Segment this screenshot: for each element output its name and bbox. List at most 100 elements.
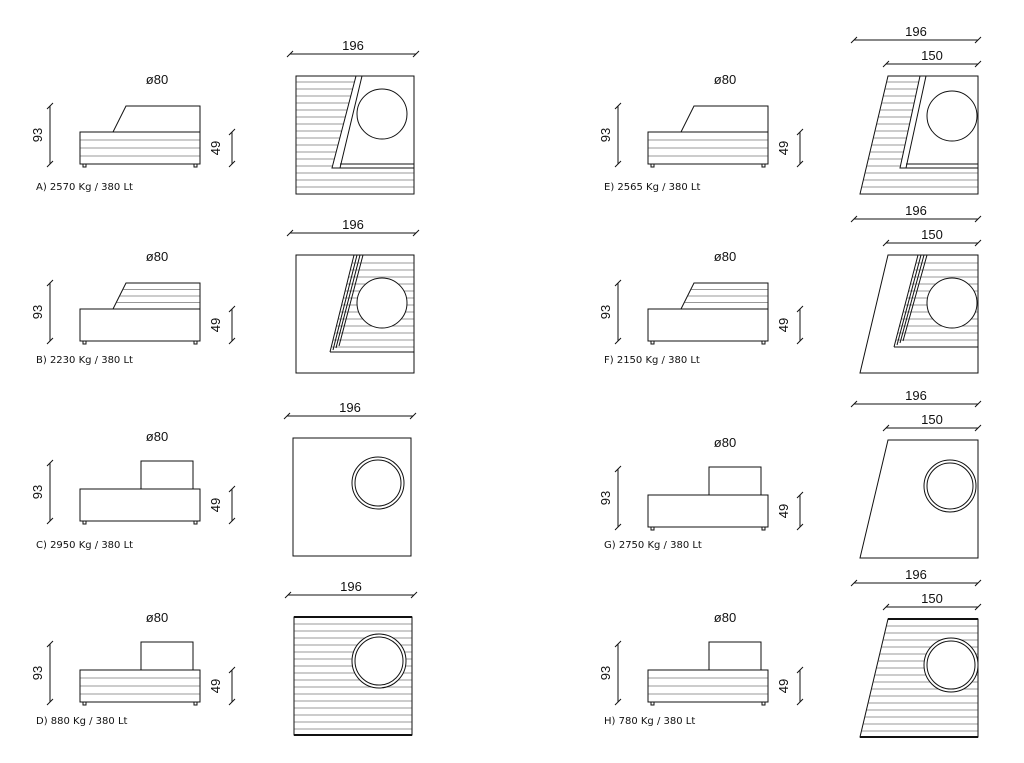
variant-caption: H) 780 Kg / 380 Lt bbox=[604, 716, 695, 727]
diameter-label: ø80 bbox=[146, 610, 168, 625]
side-elevation bbox=[79, 282, 201, 345]
seat-height-dimension: 49 bbox=[208, 305, 236, 345]
seat-height-dimension: 49 bbox=[776, 491, 804, 531]
seat-height-dimension: 49 bbox=[776, 666, 804, 706]
seat-height-dimension-label: 49 bbox=[776, 504, 791, 518]
backrest-line bbox=[899, 254, 925, 344]
total-height-dimension: 93 bbox=[598, 465, 622, 531]
foot bbox=[650, 701, 655, 706]
seat-height-dimension: 49 bbox=[208, 485, 236, 525]
total-height-dimension: 93 bbox=[598, 640, 622, 706]
foot bbox=[761, 163, 766, 168]
side-elevation bbox=[647, 466, 769, 531]
backrest bbox=[140, 641, 194, 671]
backrest-line bbox=[335, 254, 361, 349]
inner-width-dimension: 150 bbox=[882, 48, 982, 68]
plan-hatch bbox=[330, 262, 414, 348]
variant-caption: B) 2230 Kg / 380 Lt bbox=[36, 355, 133, 366]
total-height-dimension: 93 bbox=[598, 279, 622, 345]
overall-width-dimension-label: 196 bbox=[905, 388, 927, 403]
seat-height-dimension-label: 49 bbox=[208, 498, 223, 512]
foot bbox=[193, 520, 198, 525]
plan-outline bbox=[292, 437, 412, 557]
plan-hatch bbox=[860, 81, 978, 194]
side-elevation bbox=[79, 460, 201, 525]
diameter-label: ø80 bbox=[714, 72, 736, 87]
overall-width-dimension-label: 196 bbox=[340, 579, 362, 594]
overall-width-dimension: 196 bbox=[850, 567, 982, 587]
foot bbox=[650, 340, 655, 345]
backrest-band bbox=[331, 75, 363, 169]
foot bbox=[82, 163, 87, 168]
backrest-line bbox=[893, 254, 919, 348]
side-elevation bbox=[647, 641, 769, 706]
backrest-line bbox=[332, 254, 358, 351]
total-height-dimension-label: 93 bbox=[30, 305, 45, 319]
backrest-band bbox=[899, 75, 927, 169]
inner-width-dimension: 150 bbox=[882, 591, 982, 611]
diameter-label: ø80 bbox=[714, 435, 736, 450]
plan-view bbox=[293, 616, 413, 736]
backrest-line bbox=[896, 254, 922, 346]
planter-circle bbox=[351, 456, 405, 510]
plan-view bbox=[859, 254, 979, 374]
side-elevation bbox=[647, 105, 769, 168]
planter-circle bbox=[926, 277, 978, 329]
backrest bbox=[140, 460, 194, 490]
side-elevation bbox=[79, 641, 201, 706]
planter-circle bbox=[926, 90, 978, 142]
foot bbox=[193, 701, 198, 706]
seat-height-dimension-label: 49 bbox=[776, 141, 791, 155]
backrest bbox=[708, 466, 762, 496]
total-height-dimension-label: 93 bbox=[598, 491, 613, 505]
inner-width-dimension-label: 150 bbox=[921, 412, 943, 427]
foot bbox=[761, 340, 766, 345]
total-height-dimension: 93 bbox=[30, 279, 54, 345]
variant-b: ø80 93 49 B) 2230 Kg / 380 Lt 196 bbox=[30, 217, 420, 374]
diameter-label: ø80 bbox=[146, 429, 168, 444]
foot bbox=[650, 526, 655, 531]
seat-height-dimension-label: 49 bbox=[776, 679, 791, 693]
backrest bbox=[708, 641, 762, 671]
variant-caption: F) 2150 Kg / 380 Lt bbox=[604, 355, 700, 366]
base-block bbox=[647, 308, 769, 342]
inner-width-dimension: 150 bbox=[882, 227, 982, 247]
plan-view bbox=[295, 254, 415, 374]
variant-caption: G) 2750 Kg / 380 Lt bbox=[604, 540, 702, 551]
variant-c: ø80 93 49 C) 2950 Kg / 380 Lt 196 bbox=[30, 400, 417, 557]
seat-height-dimension: 49 bbox=[208, 128, 236, 168]
total-height-dimension: 93 bbox=[30, 102, 54, 168]
variant-caption: C) 2950 Kg / 380 Lt bbox=[36, 540, 133, 551]
overall-width-dimension-label: 196 bbox=[342, 38, 364, 53]
overall-width-dimension-label: 196 bbox=[905, 24, 927, 39]
base-block bbox=[647, 494, 769, 528]
plan-outline bbox=[859, 439, 979, 559]
total-height-dimension: 93 bbox=[30, 459, 54, 525]
seat-height-dimension: 49 bbox=[208, 666, 236, 706]
plan-view bbox=[859, 618, 979, 738]
overall-width-dimension-label: 196 bbox=[905, 203, 927, 218]
total-height-dimension-label: 93 bbox=[30, 128, 45, 142]
overall-width-dimension-label: 196 bbox=[905, 567, 927, 582]
plan-hatch bbox=[294, 623, 412, 730]
base-block bbox=[79, 308, 201, 342]
plan-view bbox=[859, 439, 979, 559]
total-height-dimension-label: 93 bbox=[30, 666, 45, 680]
seat-height-dimension-label: 49 bbox=[776, 318, 791, 332]
diameter-label: ø80 bbox=[146, 249, 168, 264]
planter-circle bbox=[923, 459, 977, 513]
foot bbox=[193, 163, 198, 168]
planter-inner-circle bbox=[926, 640, 976, 690]
inner-width-dimension-label: 150 bbox=[921, 48, 943, 63]
overall-width-dimension-label: 196 bbox=[339, 400, 361, 415]
overall-width-dimension: 196 bbox=[286, 38, 420, 58]
overall-width-dimension-label: 196 bbox=[342, 217, 364, 232]
variant-caption: E) 2565 Kg / 380 Lt bbox=[604, 182, 700, 193]
diameter-label: ø80 bbox=[714, 249, 736, 264]
foot bbox=[761, 526, 766, 531]
base-block bbox=[79, 488, 201, 522]
